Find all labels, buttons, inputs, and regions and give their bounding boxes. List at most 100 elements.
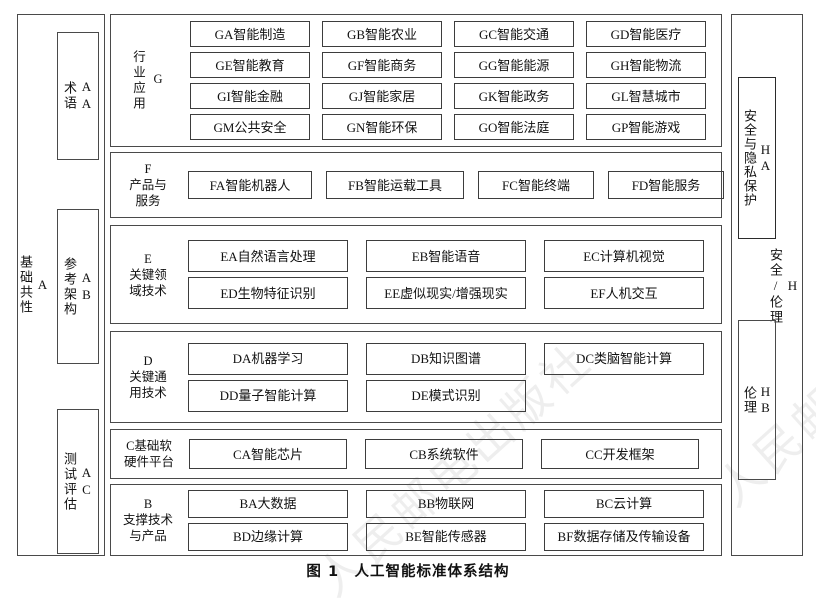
- cell-dc[interactable]: DC类脑智能计算: [544, 342, 704, 375]
- cell-gc[interactable]: GC智能交通: [454, 21, 574, 47]
- cell-line: GM公共安全 GN智能环保 GO智能法庭 GP智能游戏: [190, 114, 717, 140]
- cell-gd-label: GD智能医疗: [610, 26, 682, 42]
- row-b-cells: BA大数据 BB物联网 BC云计算 BD边缘计算 BE智能传感器 BF数据存储及传输设备: [182, 485, 717, 555]
- cell-gl[interactable]: GL智慧城市: [586, 83, 706, 109]
- column-h-security-ethics[interactable]: H 安全/伦理 HA 安全与隐私保护 HB 伦理: [731, 14, 803, 556]
- row-g-cells: GA智能制造 GB智能农业 GC智能交通 GD智能医疗 GE智能教育 GF智能商务 GG智能…: [182, 15, 717, 146]
- cell-de[interactable]: DE模式识别: [366, 379, 526, 412]
- cell-ga[interactable]: GA智能制造: [190, 21, 310, 47]
- cell-cc-label: CC开发框架: [585, 446, 655, 462]
- cell-gg[interactable]: GG智能能源: [454, 52, 574, 78]
- cell-fd[interactable]: FD智能服务: [608, 171, 724, 199]
- column-h-item-hb[interactable]: HB 伦理: [738, 320, 776, 480]
- cell-line: BA大数据 BB物联网 BC云计算: [188, 489, 717, 518]
- cell-fb[interactable]: FB智能运载工具: [326, 171, 464, 199]
- cell-gn-label: GN智能环保: [346, 119, 418, 135]
- cell-gd[interactable]: GD智能医疗: [586, 21, 706, 47]
- column-a-item-aa[interactable]: AA 术语: [57, 32, 99, 160]
- cell-ga-label: GA智能制造: [214, 26, 286, 42]
- cell-line: FA智能机器人 FB智能运载工具 FC智能终端 FD智能服务: [188, 171, 724, 199]
- row-e-label: E 关键领 域技术: [129, 251, 167, 298]
- cell-ge-label: GE智能教育: [215, 57, 285, 73]
- row-c-label: C基础软 硬件平台: [123, 439, 174, 469]
- cell-bd[interactable]: BD边缘计算: [188, 522, 348, 551]
- cell-da[interactable]: DA机器学习: [188, 342, 348, 375]
- cell-ca[interactable]: CA智能芯片: [189, 439, 347, 469]
- cell-ea[interactable]: EA自然语言处理: [188, 240, 348, 272]
- cell-line: GE智能教育 GF智能商务 GG智能能源 GH智能物流: [190, 52, 717, 78]
- cell-bc[interactable]: BC云计算: [544, 489, 704, 518]
- row-f-label: F 产品与 服务: [129, 162, 167, 208]
- cell-gk-label: GK智能政务: [478, 88, 550, 104]
- row-d-key-general-tech[interactable]: D 关键通 用技术 DA机器学习 DB知识图谱 DC类脑智能计算 DD量子智能计算 DE…: [110, 331, 722, 423]
- row-c-basic-platform[interactable]: C基础软 硬件平台 CA智能芯片 CB系统软件 CC开发框架: [110, 429, 722, 479]
- cell-fa-label: FA智能机器人: [209, 177, 291, 193]
- cell-gn[interactable]: GN智能环保: [322, 114, 442, 140]
- row-d-cells: DA机器学习 DB知识图谱 DC类脑智能计算 DD量子智能计算 DE模式识别: [182, 332, 717, 422]
- cell-db[interactable]: DB知识图谱: [366, 342, 526, 375]
- cell-ec[interactable]: EC计算机视觉: [544, 240, 704, 272]
- cell-db-label: DB知识图谱: [410, 351, 482, 366]
- cell-ef-label: EF人机交互: [590, 285, 658, 301]
- cell-ea-label: EA自然语言处理: [220, 248, 316, 264]
- cell-bf[interactable]: BF数据存储及传输设备: [544, 522, 704, 551]
- cell-dd[interactable]: DD量子智能计算: [188, 379, 348, 412]
- cell-ee[interactable]: EE虚似现实/增强现实: [366, 277, 526, 309]
- cell-bc-label: BC云计算: [595, 496, 653, 511]
- cell-line: DD量子智能计算 DE模式识别: [188, 379, 717, 412]
- cell-fc-label: FC智能终端: [502, 177, 570, 193]
- row-c-cells: CA智能芯片 CB系统软件 CC开发框架: [185, 430, 717, 478]
- cell-ef[interactable]: EF人机交互: [544, 277, 704, 309]
- column-h-label: H 安全/伦理: [768, 15, 800, 557]
- cell-fa[interactable]: FA智能机器人: [188, 171, 312, 199]
- cell-gh-label: GH智能物流: [610, 57, 682, 73]
- cell-ba-label: BA大数据: [239, 496, 297, 511]
- cell-gi[interactable]: GI智能金融: [190, 83, 310, 109]
- cell-da-label: DA机器学习: [232, 351, 304, 366]
- cell-gm-label: GM公共安全: [213, 119, 287, 135]
- cell-line: CA智能芯片 CB系统软件 CC开发框架: [189, 439, 717, 469]
- column-a-label: A 基础共性: [18, 255, 50, 315]
- cell-ed[interactable]: ED生物特征识别: [188, 277, 348, 309]
- cell-ge[interactable]: GE智能教育: [190, 52, 310, 78]
- cell-eb[interactable]: EB智能语音: [366, 240, 526, 272]
- cell-bb-label: BB物联网: [417, 496, 475, 511]
- cell-gk[interactable]: GK智能政务: [454, 83, 574, 109]
- cell-gh[interactable]: GH智能物流: [586, 52, 706, 78]
- column-h-item-ha[interactable]: HA 安全与隐私保护: [738, 77, 776, 239]
- cell-fb-label: FB智能运载工具: [348, 177, 442, 193]
- row-f-products-services[interactable]: F 产品与 服务 FA智能机器人 FB智能运载工具 FC智能终端 FD智能服务: [110, 152, 724, 218]
- cell-bd-label: BD边缘计算: [232, 529, 304, 544]
- column-a-basic-commonality[interactable]: A 基础共性 AA 术语 AB 参考架构 AC 测试评估: [17, 14, 105, 556]
- cell-line: DA机器学习 DB知识图谱 DC类脑智能计算: [188, 342, 717, 375]
- cell-line: EA自然语言处理 EB智能语音 EC计算机视觉: [188, 240, 717, 272]
- cell-gj[interactable]: GJ智能家居: [322, 83, 442, 109]
- cell-cc[interactable]: CC开发框架: [541, 439, 699, 469]
- cell-ed-label: ED生物特征识别: [220, 285, 316, 301]
- row-d-label: D 关键通 用技术: [129, 354, 167, 400]
- cell-gc-label: GC智能交通: [478, 26, 550, 42]
- cell-ba[interactable]: BA大数据: [188, 489, 348, 518]
- cell-fd-label: FD智能服务: [631, 177, 701, 193]
- cell-bb[interactable]: BB物联网: [366, 489, 526, 518]
- column-a-item-aa-label: AA 术语: [62, 79, 94, 113]
- cell-gp[interactable]: GP智能游戏: [586, 114, 706, 140]
- column-a-item-ab[interactable]: AB 参考架构: [57, 209, 99, 364]
- cell-bf-label: BF数据存储及传输设备: [557, 529, 691, 544]
- cell-gf[interactable]: GF智能商务: [322, 52, 442, 78]
- cell-gb[interactable]: GB智能农业: [322, 21, 442, 47]
- column-a-item-ac[interactable]: AC 测试评估: [57, 409, 99, 554]
- cell-cb[interactable]: CB系统软件: [365, 439, 523, 469]
- cell-eb-label: EB智能语音: [411, 248, 481, 264]
- cell-gm[interactable]: GM公共安全: [190, 114, 310, 140]
- cell-dd-label: DD量子智能计算: [219, 388, 317, 403]
- cell-go[interactable]: GO智能法庭: [454, 114, 574, 140]
- cell-fc[interactable]: FC智能终端: [478, 171, 594, 199]
- cell-ec-label: EC计算机视觉: [583, 248, 665, 264]
- row-e-key-domain-tech[interactable]: E 关键领 域技术 EA自然语言处理 EB智能语音 EC计算机视觉 ED生物特征识别 E…: [110, 225, 722, 324]
- cell-be[interactable]: BE智能传感器: [366, 522, 526, 551]
- row-b-label: B 支撑技术 与产品: [122, 497, 173, 543]
